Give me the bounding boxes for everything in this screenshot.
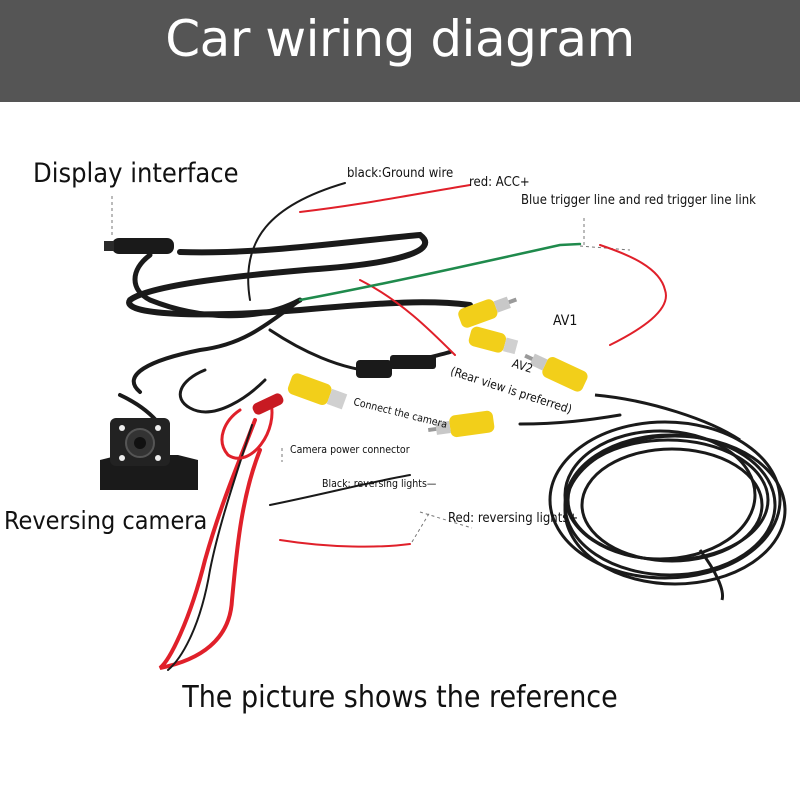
reversing-camera-label: Reversing camera	[4, 506, 208, 535]
black-cable-bundle	[118, 182, 622, 427]
rca-av1-plug-a	[458, 296, 518, 328]
reversing-camera-icon	[100, 418, 198, 490]
title-banner: Car wiring diagram	[0, 0, 800, 102]
trigger-link-label: Blue trigger line and red trigger line l…	[521, 193, 756, 208]
display-interface-label: Display interface	[33, 158, 239, 189]
coiled-extension-cable	[548, 393, 787, 601]
diagram-title: Car wiring diagram	[165, 10, 635, 68]
rca-av1-plug-b	[468, 326, 519, 355]
camera-power-label: Camera power connector	[290, 444, 410, 456]
red-power-connector	[252, 393, 284, 415]
acc-label: red: ACC+	[469, 175, 530, 190]
rca-av2-plug	[524, 353, 588, 392]
rca-connectors	[287, 296, 588, 438]
av1-label: AV1	[553, 313, 578, 329]
display-connector	[104, 238, 174, 254]
reference-caption: The picture shows the reference	[182, 680, 618, 715]
ground-wire-label: black:Ground wire	[347, 166, 454, 181]
red-reversing-label: Red: reversing lights+	[448, 511, 579, 526]
rca-camera-socket	[287, 373, 348, 410]
leader-lines	[111, 196, 631, 543]
camera-power-socket	[356, 355, 436, 378]
power-cable	[158, 398, 411, 671]
rca-camera-plug	[427, 410, 495, 438]
black-reversing-label: Black: reversing lights—	[322, 478, 437, 490]
trigger-wires	[298, 184, 667, 356]
